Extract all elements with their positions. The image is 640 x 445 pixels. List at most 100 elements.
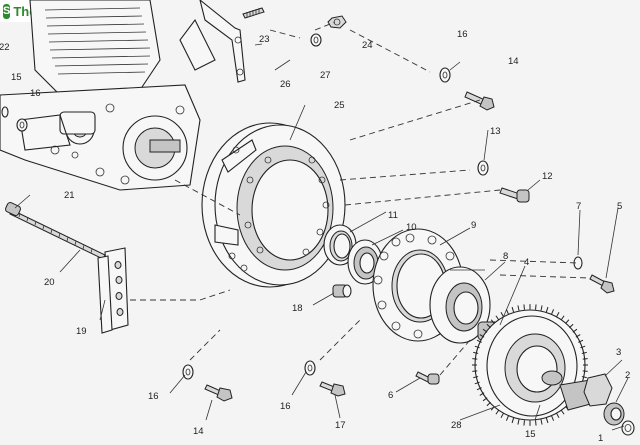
label-18: 18 xyxy=(292,303,303,314)
gear-tooth xyxy=(473,376,479,379)
gear-tooth xyxy=(517,305,520,311)
bolt-5 xyxy=(589,274,615,294)
gear-tooth xyxy=(556,312,560,318)
bolt-6 xyxy=(415,371,440,385)
gear-tooth xyxy=(535,304,537,310)
drive-end-3 xyxy=(559,373,613,411)
gear-tooth xyxy=(545,306,549,313)
bracket-19 xyxy=(97,247,129,334)
label-17: 17 xyxy=(335,420,346,431)
part-labels: 22 15 16 23 24 27 26 25 16 14 13 12 21 1… xyxy=(0,29,630,444)
label-13: 13 xyxy=(490,126,501,137)
gear-tooth xyxy=(472,370,478,372)
label-19: 19 xyxy=(76,326,87,337)
label-15: 15 xyxy=(11,72,22,83)
gear-tooth xyxy=(560,409,565,415)
gear-tooth xyxy=(486,401,491,407)
label-4: 4 xyxy=(524,257,529,268)
gear-tooth xyxy=(523,420,525,426)
label-28: 28 xyxy=(451,420,462,431)
gear-tooth xyxy=(575,334,581,338)
stud-20 xyxy=(5,201,106,260)
bolt-14-bottom xyxy=(204,384,233,402)
gear-tooth xyxy=(556,412,560,418)
washer-1 xyxy=(621,420,635,436)
label-16-bottom-left: 16 xyxy=(148,391,159,402)
bolt-17 xyxy=(319,381,346,397)
label-3: 3 xyxy=(616,347,621,358)
gear-tooth xyxy=(569,323,574,329)
gear-tooth xyxy=(505,309,509,315)
bolt-23 xyxy=(242,7,265,19)
leader-lines xyxy=(14,43,629,431)
label-6: 6 xyxy=(388,390,393,401)
gear-tooth xyxy=(500,412,504,418)
gear-tooth xyxy=(482,328,488,333)
gear-tooth xyxy=(479,334,485,338)
gear-tooth xyxy=(511,417,515,424)
label-15-bottom: 15 xyxy=(525,429,536,440)
gear-tooth xyxy=(500,312,504,318)
hub-8 xyxy=(429,266,491,344)
bolt-14-top xyxy=(464,91,495,111)
gear-tooth xyxy=(535,420,537,426)
washers-left xyxy=(1,106,28,132)
gear-tooth xyxy=(581,351,587,354)
label-14-bottom: 14 xyxy=(193,426,204,437)
label-16: 16 xyxy=(30,88,41,99)
label-20: 20 xyxy=(44,277,55,288)
gear-tooth xyxy=(582,358,588,360)
gear-tooth xyxy=(540,305,543,311)
label-1: 1 xyxy=(598,433,603,444)
gear-tooth xyxy=(486,323,491,329)
gear-tooth xyxy=(572,328,578,333)
gear-tooth xyxy=(476,339,482,343)
gear-tooth xyxy=(565,319,570,324)
washer-16-bottom-mid xyxy=(304,360,316,376)
gear-tooth xyxy=(495,315,500,321)
label-7: 7 xyxy=(576,201,581,212)
gear-tooth xyxy=(580,345,586,349)
gear-tooth xyxy=(511,306,515,313)
gear-tooth xyxy=(472,358,478,360)
ring-gear-28 xyxy=(472,304,588,426)
gear-tooth xyxy=(479,392,485,396)
washer-16-bottom-left xyxy=(182,364,194,380)
label-25: 25 xyxy=(334,100,345,111)
ring-11 xyxy=(323,224,357,266)
gear-tooth xyxy=(474,345,480,349)
label-16-top: 16 xyxy=(457,29,468,40)
gear-tooth xyxy=(560,315,565,321)
washer-13 xyxy=(477,160,489,176)
label-5: 5 xyxy=(617,201,622,212)
engine-block xyxy=(0,0,201,191)
label-2: 2 xyxy=(625,370,630,381)
gear-tooth xyxy=(523,304,525,310)
label-24: 24 xyxy=(362,40,373,51)
spacer-18 xyxy=(332,284,352,298)
label-11: 11 xyxy=(388,210,398,221)
gear-tooth xyxy=(582,370,588,372)
gear-tooth xyxy=(482,397,488,402)
gear-tooth xyxy=(581,376,587,379)
bolt-12 xyxy=(499,187,530,203)
label-8: 8 xyxy=(503,251,508,262)
label-26: 26 xyxy=(280,79,291,90)
gear-tooth xyxy=(473,351,479,354)
gear-tooth xyxy=(474,381,480,385)
gear-tooth xyxy=(505,415,509,421)
nut-24 xyxy=(327,15,347,29)
label-10: 10 xyxy=(406,222,417,233)
rotor-25 xyxy=(201,122,346,288)
nut-2 xyxy=(603,402,625,426)
gear-tooth xyxy=(551,415,555,421)
gear-tooth xyxy=(551,309,555,315)
dashed-axes xyxy=(130,21,591,376)
label-9: 9 xyxy=(471,220,476,231)
gear-tooth xyxy=(545,417,549,424)
washer-16-top xyxy=(439,67,451,83)
gear-tooth xyxy=(578,339,584,343)
bracket-26 xyxy=(179,0,246,83)
gear-tooth xyxy=(490,319,495,324)
